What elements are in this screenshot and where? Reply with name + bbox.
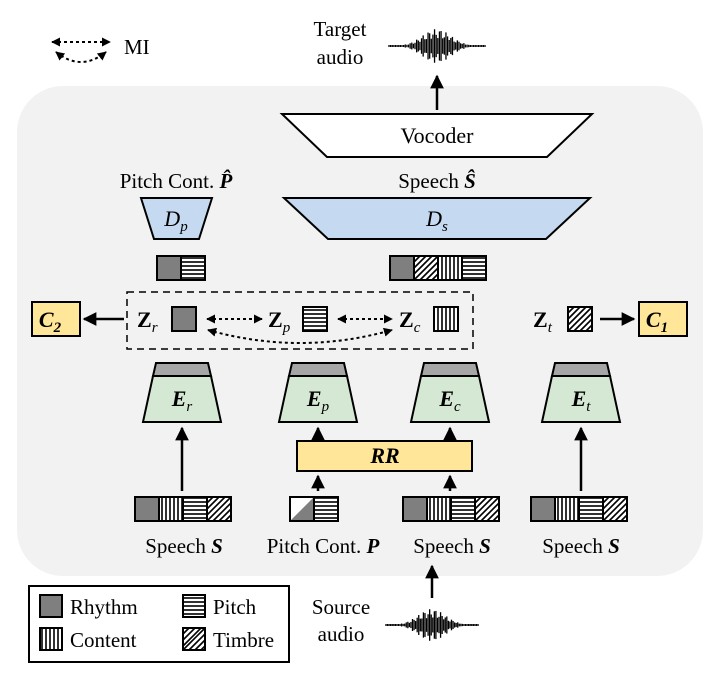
source-audio-line2: audio: [318, 622, 365, 646]
speech-decoder-input: [389, 255, 487, 281]
legend-pitch-label: Pitch: [213, 595, 257, 619]
mi-legend: MI: [51, 35, 150, 63]
legend-pitch-swatch: [182, 594, 206, 618]
pitch-decoder-input: [156, 255, 206, 281]
zr-rhythm-block: [171, 306, 197, 332]
encoder-ec: Ec: [409, 362, 491, 423]
target-audio-line1: Target: [314, 17, 367, 41]
zr-label: Zr: [137, 307, 158, 336]
target-audio-line2: audio: [317, 45, 364, 69]
encoder-ep-label: Ep: [306, 386, 330, 415]
zt-label: Zt: [533, 307, 553, 336]
speech-input-strip-2: [402, 496, 500, 522]
speech-output-label: Speech Ŝ: [398, 169, 476, 193]
random-resampling-block: [296, 440, 473, 472]
legend-box: [28, 585, 290, 663]
pitch-decoder-block: [139, 197, 214, 240]
target-waveform-icon: [388, 29, 486, 63]
speech-decoder-label: Ds: [425, 206, 448, 235]
pitch-output-label: Pitch Cont. P̂: [120, 168, 233, 193]
zc-content-block: [433, 306, 459, 332]
pitch-decoder-label: Dp: [163, 206, 188, 235]
legend-content-label: Content: [70, 628, 137, 652]
source-waveform-icon: [385, 609, 479, 641]
zt-timbre-block: [567, 306, 593, 332]
classifier-c2-box: [31, 301, 81, 337]
speech-decoder-block: [281, 197, 593, 240]
legend-rhythm-label: Rhythm: [70, 595, 138, 619]
random-resampling-label: RR: [369, 443, 399, 468]
speech-input-label-3: Speech S: [542, 534, 620, 558]
encoder-et: Et: [540, 362, 622, 423]
speech-input-label-1: Speech S: [145, 534, 223, 558]
speech-input-strip-1: [134, 496, 232, 522]
mi-arrow-zr-zc: [207, 327, 393, 344]
speech-input-label-2: Speech S: [413, 534, 491, 558]
legend-rhythm-swatch: [39, 594, 63, 618]
feature-legend: Rhythm Pitch Content Timbre: [28, 585, 290, 663]
classifier-c1-box: [638, 301, 688, 337]
mi-label: MI: [124, 35, 150, 59]
legend-timbre-swatch: [182, 627, 206, 651]
vocoder-label: Vocoder: [401, 123, 475, 148]
speech-input-strip-3: [530, 496, 628, 522]
legend-timbre-label: Timbre: [213, 628, 274, 652]
classifier-c1-label: C1: [646, 307, 668, 336]
vocoder-block: [279, 113, 595, 158]
encoder-er: Er: [141, 362, 223, 423]
legend-content-swatch: [39, 627, 63, 651]
zp-pitch-block: [302, 306, 328, 332]
zc-label: Zc: [399, 307, 421, 336]
encoder-ec-label: Ec: [438, 386, 461, 415]
latent-group-box: [126, 291, 474, 350]
encoder-et-label: Et: [571, 386, 592, 415]
pitch-input-label: Pitch Cont. P: [267, 534, 380, 558]
encoder-ep: Ep: [277, 362, 359, 423]
pitch-input-strip: [289, 496, 339, 522]
source-audio-line1: Source: [312, 595, 370, 619]
encoder-er-label: Er: [171, 386, 193, 415]
classifier-c2-label: C2: [39, 307, 62, 336]
